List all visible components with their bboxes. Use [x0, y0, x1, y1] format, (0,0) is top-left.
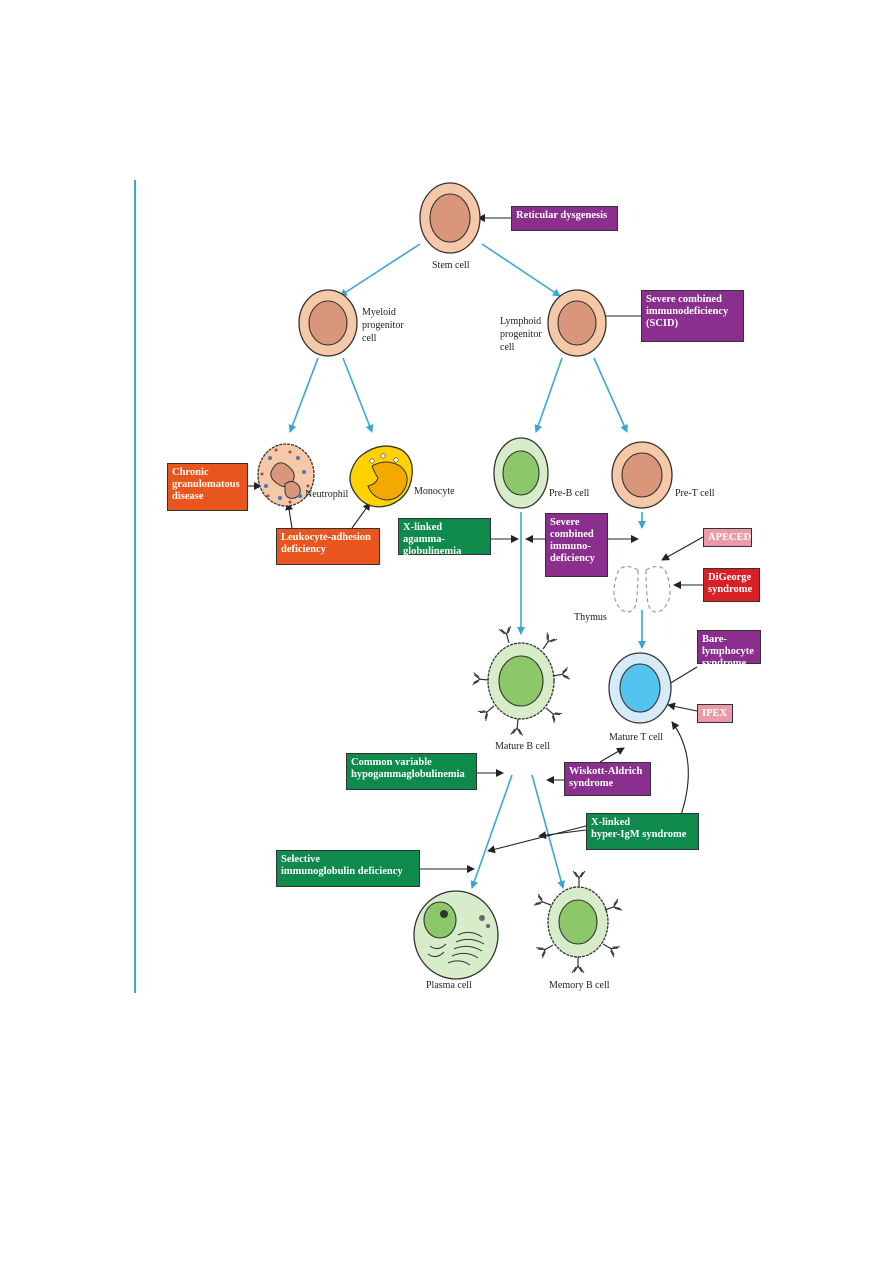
- lymphoid-label-line-3: cell: [500, 342, 515, 353]
- stem-cell-label: Stem cell: [432, 260, 470, 271]
- mature-t-cell-label: Mature T cell: [609, 732, 663, 743]
- lineage-arrows: [288, 243, 646, 889]
- thymus: [613, 565, 671, 613]
- myeloid-label-line-2: progenitor: [362, 320, 404, 331]
- memory-b-cell-label: Memory B cell: [549, 980, 610, 991]
- plasma-cell: [413, 890, 499, 980]
- x-linked-hyper-igm-syndrome-box: X-linked hyper-IgM syndrome: [586, 813, 699, 850]
- plasma-cell-label: Plasma cell: [426, 980, 472, 991]
- lymphoid-label-line-2: progenitor: [500, 329, 542, 340]
- myeloid-label-line-3: cell: [362, 333, 377, 344]
- lymphoid-progenitor-cell: [547, 289, 607, 357]
- myeloid-progenitor-label: Myeloid progenitor cell: [362, 307, 404, 344]
- thymus-label: Thymus: [574, 612, 607, 623]
- left-margin-rule: [134, 180, 136, 993]
- myeloid-label-line-1: Myeloid: [362, 307, 396, 318]
- lymphoid-label-line-1: Lymphoid: [500, 316, 541, 327]
- memory-b-cell: [533, 870, 623, 974]
- leukocyte-adhesion-deficiency-box: Leukocyte-adhesion deficiency: [276, 528, 380, 565]
- monocyte-cell: [349, 445, 413, 508]
- common-variable-hypogammaglobulinemia-box: Common variable hypogammaglobulinemia: [346, 753, 477, 790]
- pre-b-cell-label: Pre-B cell: [549, 488, 589, 499]
- ipex-box: IPEX: [697, 704, 733, 723]
- reticular-dysgenesis-box: Reticular dysgenesis: [511, 206, 618, 231]
- disorder-arrows: [248, 214, 704, 873]
- pre-b-cell: [493, 437, 549, 509]
- neutrophil-label: Neutrophil: [305, 489, 349, 500]
- digeorge-syndrome-box: DiGeorge syndrome: [703, 568, 760, 602]
- x-linked-agammaglobulinemia-box: X-linked agamma- globulinemia: [398, 518, 491, 557]
- wiskott-aldrich-syndrome-box: Wiskott-Aldrich syndrome: [564, 762, 651, 796]
- pre-t-cell-label: Pre-T cell: [675, 488, 715, 499]
- mature-b-cell-label: Mature B cell: [495, 741, 550, 752]
- apeced-box: APECED: [703, 528, 752, 547]
- chronic-granulomatous-disease-box: Chronic granulomatous disease: [167, 463, 248, 511]
- scid-top-box: Severe combined immunodeficiency (SCID): [641, 290, 744, 342]
- lymphoid-progenitor-label: Lymphoid progenitor cell: [500, 316, 542, 353]
- stem-cell: [419, 182, 481, 254]
- mature-t-cell: [608, 652, 672, 724]
- scid-middle-box: Severe combined immuno- deficiency: [545, 513, 608, 577]
- neutrophil-cell: [257, 443, 315, 507]
- bare-lymphocyte-syndrome-box: Bare-lymphocyte syndrome: [697, 630, 761, 669]
- myeloid-progenitor-cell: [298, 289, 358, 357]
- selective-immunoglobulin-deficiency-box: Selective immunoglobulin deficiency: [276, 850, 420, 887]
- pre-t-cell: [611, 441, 673, 509]
- mature-b-cell: [471, 625, 571, 737]
- monocyte-label: Monocyte: [414, 486, 455, 497]
